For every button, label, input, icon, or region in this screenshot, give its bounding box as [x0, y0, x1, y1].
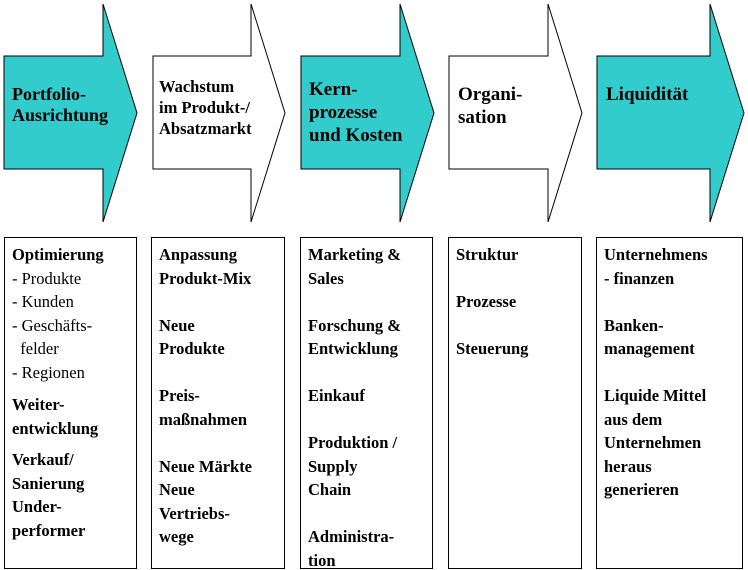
- box-block: Neue Produkte: [159, 314, 278, 361]
- box-block: Weiter- entwicklung: [12, 393, 130, 440]
- box-item: Marketing &: [308, 245, 402, 264]
- sub-item: - Regionen: [12, 362, 85, 382]
- box-item: Entwicklung: [308, 339, 398, 358]
- arrow-title-portfolio: Portfolio- Ausrichtung: [12, 84, 109, 126]
- box-item: Unternehmen: [604, 433, 702, 452]
- box-item: Weiter-: [12, 395, 65, 414]
- box-block: Struktur: [456, 243, 575, 267]
- box-item: Produkte: [159, 339, 225, 358]
- arrow-title-kernprozesse: Kern- prozesse und Kosten: [309, 79, 403, 146]
- box-block: Preis- maßnahmen: [159, 384, 278, 431]
- sub-item: - Kunden: [12, 292, 74, 311]
- box-item: Steuerung: [456, 339, 529, 358]
- box-item: Struktur: [456, 245, 519, 264]
- box-item: Vertriebs-: [159, 503, 230, 523]
- box-block: Einkauf: [308, 384, 426, 408]
- box-item: Chain: [308, 480, 352, 499]
- box-block: Anpassung Produkt-Mix: [159, 243, 278, 290]
- box-item: Anpassung: [159, 245, 237, 264]
- box-block: Neue Märkte Neue Vertriebs- wege: [159, 455, 278, 549]
- box-block: Liquide Mittel aus dem Unternehmen herau…: [604, 384, 736, 502]
- box-kernprozesse: Marketing & Sales Forschung & Entwicklun…: [300, 237, 433, 570]
- box-item: Prozesse: [456, 292, 517, 311]
- box-block: Produktion / Supply Chain: [308, 431, 426, 502]
- arrow-title-liquiditaet: Liquidität: [606, 84, 689, 105]
- box-portfolio: Optimierung - Produkte - Kunden - Geschä…: [4, 237, 137, 569]
- box-liquiditaet: Unternehmens - finanzen Banken- manageme…: [596, 237, 743, 569]
- box-item: aus dem: [604, 409, 663, 429]
- sub-list: - Produkte - Kunden - Geschäfts- felder …: [12, 267, 130, 385]
- box-item: entwicklung: [12, 418, 99, 438]
- box-item: management: [604, 339, 695, 358]
- box-item: Sales: [308, 268, 344, 288]
- arrow-shape: [152, 3, 286, 223]
- box-block: Forschung & Entwicklung: [308, 314, 426, 361]
- box-item: Under-: [12, 497, 62, 516]
- sub-item: felder: [12, 339, 59, 358]
- box-item: Neue: [159, 480, 195, 499]
- box-item: maßnahmen: [159, 409, 248, 429]
- arrow-title-organisation: Organi- sation: [458, 84, 523, 128]
- box-block: Unternehmens - finanzen: [604, 243, 736, 290]
- box-item: wege: [159, 527, 194, 546]
- box-item: generieren: [604, 480, 679, 499]
- arrow-shape: [3, 3, 138, 223]
- box-item: - finanzen: [604, 268, 675, 288]
- box-organisation: Struktur Prozesse Steuerung: [448, 237, 582, 569]
- arrow-row: [3, 3, 745, 223]
- box-item: Supply: [308, 456, 358, 476]
- box-block: Steuerung: [456, 337, 575, 361]
- box-wachstum: Anpassung Produkt-Mix Neue Produkte Prei…: [151, 237, 285, 569]
- box-block: Marketing & Sales: [308, 243, 426, 290]
- box-item: Liquide Mittel: [604, 386, 707, 405]
- arrow-shape: [596, 3, 745, 223]
- box-item: Einkauf: [308, 386, 365, 405]
- sub-item: - Geschäfts-: [12, 315, 93, 335]
- box-block: Administra- tion: [308, 525, 426, 570]
- box-item: Optimierung: [12, 245, 104, 264]
- arrow-shape: [448, 3, 583, 223]
- box-item: performer: [12, 520, 86, 540]
- box-item: Banken-: [604, 315, 664, 335]
- box-block: Verkauf/ Sanierung Under- performer: [12, 448, 130, 542]
- box-item: Forschung &: [308, 315, 402, 335]
- box-item: Unternehmens: [604, 245, 708, 264]
- arrow-shape: [300, 3, 435, 223]
- sub-item: - Produkte: [12, 268, 82, 288]
- box-item: Sanierung: [12, 473, 85, 493]
- box-item: Preis-: [159, 386, 200, 405]
- box-item: tion: [308, 550, 336, 570]
- box-block: Banken- management: [604, 314, 736, 361]
- arrow-title-wachstum: Wachstum im Produkt-/ Absatzmarkt: [159, 77, 252, 139]
- box-item: Neue Märkte: [159, 456, 253, 476]
- box-item: Produkt-Mix: [159, 268, 252, 288]
- box-item: Administra-: [308, 527, 395, 546]
- box-item: heraus: [604, 456, 652, 476]
- box-block: Prozesse: [456, 290, 575, 314]
- box-item: Neue: [159, 315, 195, 335]
- box-item: Verkauf/: [12, 450, 74, 469]
- box-item: Produktion /: [308, 433, 398, 452]
